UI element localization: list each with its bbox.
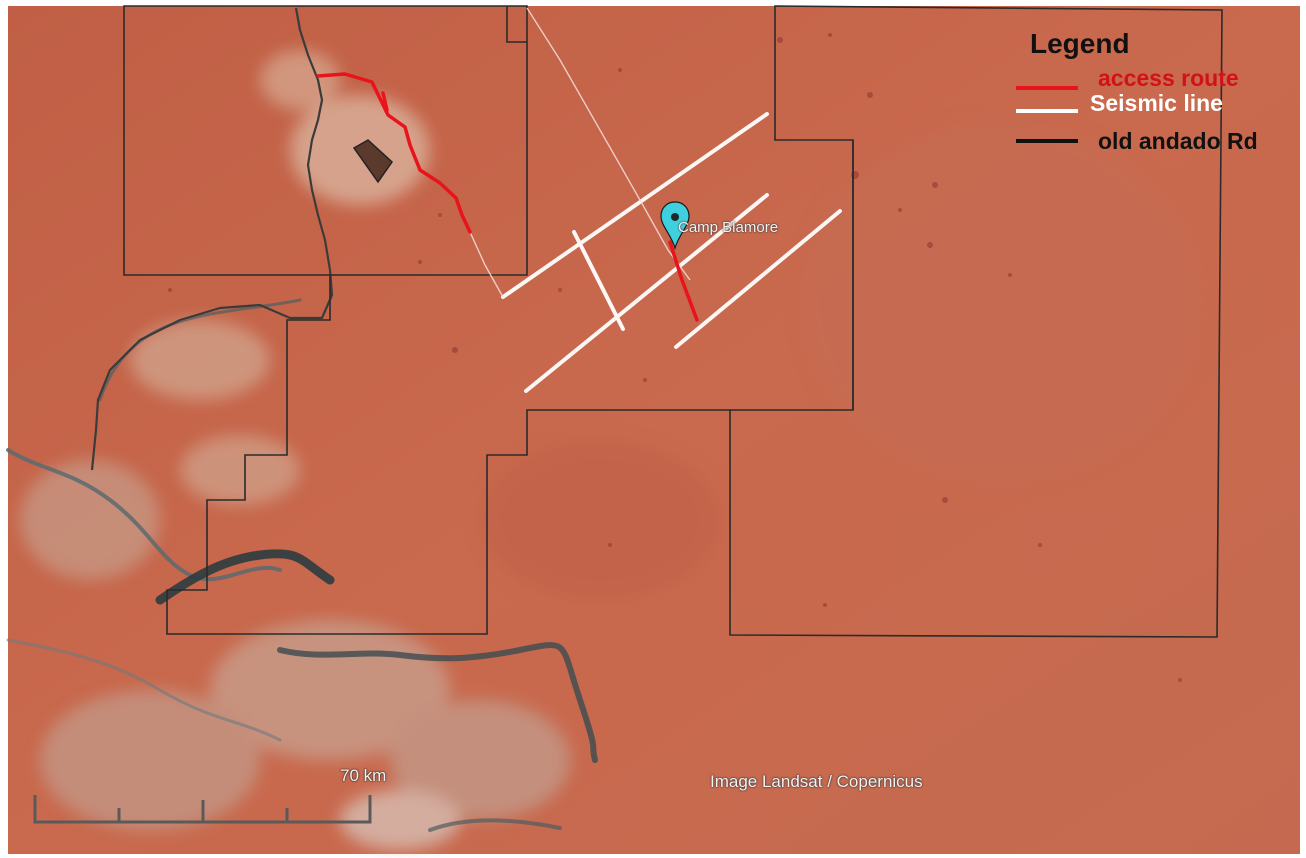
camp-polygon — [352, 139, 393, 184]
legend-swatch-seismic-line — [1016, 109, 1078, 113]
seismic-lines — [501, 112, 842, 393]
scale-bar — [33, 795, 372, 824]
lease-boundaries — [123, 5, 1223, 638]
legend-swatch-old-andado-rd — [1016, 139, 1078, 143]
legend-item-access-route: access route — [1016, 64, 1239, 96]
legend-label-access-route: access route — [1098, 64, 1239, 91]
thin-track — [526, 7, 691, 281]
legend-item-seismic-line: Seismic line — [1016, 89, 1223, 119]
scale-bar-label: 70 km — [340, 766, 387, 785]
legend-label-old-andado-rd: old andado Rd — [1098, 127, 1258, 154]
old-andado-road — [90, 7, 334, 471]
terrain-texture — [20, 50, 570, 850]
camp-marker-label[interactable]: Camp Blamore — [678, 219, 779, 236]
legend-swatch-access-route — [1016, 86, 1078, 90]
legend-label-seismic-line: Seismic line — [1090, 89, 1223, 116]
imagery-attribution: Image Landsat / Copernicus — [710, 772, 923, 791]
legend-item-old-andado-rd: old andado Rd — [1016, 126, 1258, 156]
thin-track-2 — [469, 231, 504, 298]
legend-title: Legend — [1030, 28, 1130, 59]
access-routes — [316, 72, 699, 322]
map-pin-icon[interactable] — [660, 201, 690, 251]
river-channels — [6, 298, 598, 832]
